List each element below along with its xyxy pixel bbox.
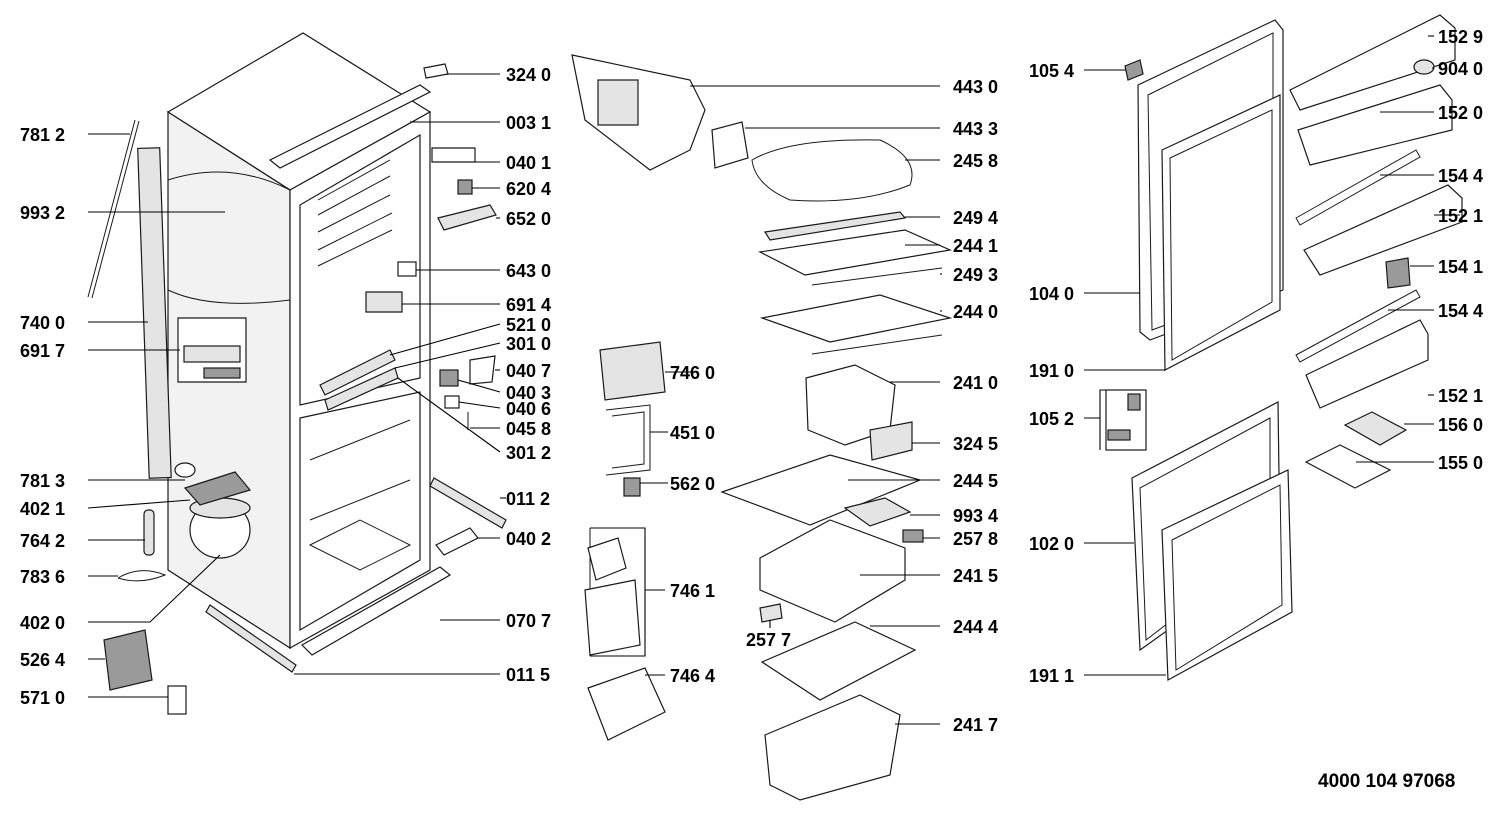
callout-526-4: 526 4 — [20, 650, 65, 670]
callout-011-2: 011 2 — [506, 489, 550, 509]
callout-244-4: 244 4 — [953, 617, 998, 637]
callout-402-1: 402 1 — [20, 499, 65, 519]
callout-152-0: 152 0 — [1438, 103, 1483, 123]
evaporator-assembly — [571, 54, 749, 741]
callout-257-8: 257 8 — [953, 529, 998, 549]
callout-764-2: 764 2 — [20, 531, 65, 551]
callout-324-0: 324 0 — [506, 65, 551, 85]
callout-249-4: 249 4 — [953, 208, 998, 228]
door-bins — [1289, 14, 1463, 489]
callout-904-0: 904 0 — [1438, 59, 1483, 79]
callout-643-0: 643 0 — [506, 261, 551, 281]
callout-257-7: 257 7 — [746, 630, 791, 650]
callout-152-9: 152 9 — [1438, 27, 1483, 47]
callout-154-1: 154 1 — [1438, 257, 1483, 277]
callout-244-0: 244 0 — [953, 302, 998, 322]
callout-156-0: 156 0 — [1438, 415, 1483, 435]
callout-562-0: 562 0 — [670, 474, 715, 494]
callout-691-7: 691 7 — [20, 341, 65, 361]
callout-104-0: 104 0 — [1029, 284, 1074, 304]
callout-993-2: 993 2 — [20, 203, 65, 223]
callout-781-3: 781 3 — [20, 471, 65, 491]
callout-070-7: 070 7 — [506, 611, 551, 631]
callout-labels: 781 2 993 2 740 0 691 7 781 3 402 1 764 … — [20, 27, 1483, 792]
callout-571-0: 571 0 — [20, 688, 65, 708]
callout-040-3: 040 3 — [506, 383, 551, 403]
document-number: 4000 104 97068 — [1318, 771, 1455, 792]
callout-152-1-lower: 152 1 — [1438, 386, 1483, 406]
callout-451-0: 451 0 — [670, 423, 715, 443]
callout-152-1-upper: 152 1 — [1438, 206, 1483, 226]
callout-740-0: 740 0 — [20, 313, 65, 333]
callout-040-1: 040 1 — [506, 153, 551, 173]
callout-040-6: 040 6 — [506, 399, 551, 419]
callout-102-0: 102 0 — [1029, 534, 1074, 554]
callout-154-4-upper: 154 4 — [1438, 166, 1483, 186]
callout-443-0: 443 0 — [953, 77, 998, 97]
callout-781-2: 781 2 — [20, 125, 65, 145]
callout-746-0: 746 0 — [670, 363, 715, 383]
shelves-and-drawers — [720, 139, 953, 801]
callout-443-3: 443 3 — [953, 119, 998, 139]
callout-040-2: 040 2 — [506, 529, 551, 549]
callout-324-5: 324 5 — [953, 434, 998, 454]
callout-003-1: 003 1 — [506, 113, 551, 133]
callout-105-2: 105 2 — [1029, 409, 1074, 429]
callout-245-8: 245 8 — [953, 151, 998, 171]
callout-244-1: 244 1 — [953, 236, 998, 256]
callout-993-4: 993 4 — [953, 506, 998, 526]
condenser-and-compressor — [87, 119, 252, 715]
callout-301-0: 301 0 — [506, 334, 551, 354]
doors — [1105, 19, 1293, 681]
callout-241-5: 241 5 — [953, 566, 998, 586]
callout-191-0: 191 0 — [1029, 361, 1074, 381]
callout-244-5: 244 5 — [953, 471, 998, 491]
callout-155-0: 155 0 — [1438, 453, 1483, 473]
callout-249-3: 249 3 — [953, 265, 998, 285]
callout-045-8: 045 8 — [506, 419, 551, 439]
callout-402-0: 402 0 — [20, 613, 65, 633]
callout-191-1: 191 1 — [1029, 666, 1074, 686]
callout-652-0: 652 0 — [506, 209, 551, 229]
callout-783-6: 783 6 — [20, 567, 65, 587]
callout-301-2: 301 2 — [506, 443, 551, 463]
callout-011-5: 011 5 — [506, 665, 550, 685]
front-rails — [205, 63, 507, 673]
callout-040-7: 040 7 — [506, 361, 551, 381]
callout-521-0: 521 0 — [506, 315, 551, 335]
leader-lines — [87, 35, 1460, 725]
callout-241-0: 241 0 — [953, 373, 998, 393]
callout-691-4: 691 4 — [506, 295, 551, 315]
callout-620-4: 620 4 — [506, 179, 551, 199]
callout-241-7: 241 7 — [953, 715, 998, 735]
callout-746-1: 746 1 — [670, 581, 715, 601]
callout-154-4-lower: 154 4 — [1438, 301, 1483, 321]
callout-746-4: 746 4 — [670, 666, 715, 686]
callout-105-4: 105 4 — [1029, 61, 1074, 81]
